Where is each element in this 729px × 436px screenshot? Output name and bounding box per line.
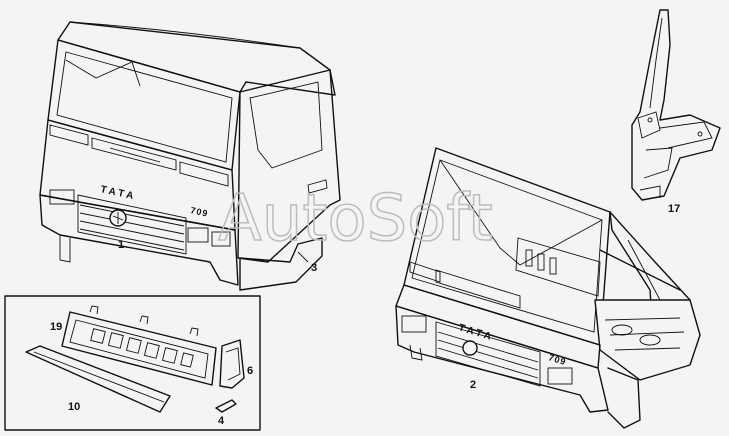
- cab2-brand-badge: TATA: [457, 322, 495, 343]
- cab-shell-2: TATA 709: [395, 147, 701, 429]
- callout-10: 10: [68, 401, 80, 413]
- cab1-model-badge: 709: [190, 205, 210, 219]
- watermark: AutoSoft: [218, 182, 493, 256]
- callout-17: 17: [668, 203, 680, 215]
- callout-19: 19: [50, 321, 62, 333]
- detail-inset-box: [4, 295, 261, 431]
- callout-3: 3: [311, 262, 317, 274]
- pillar-panel-17: [631, 9, 721, 201]
- callout-6: 6: [247, 365, 253, 377]
- grille-19: [61, 305, 217, 386]
- corner-trim-6: [219, 339, 245, 389]
- cab-assembly-1: TATA 709: [39, 21, 341, 291]
- cab1-brand-badge: TATA: [99, 184, 137, 202]
- cab2-model-badge: 709: [547, 352, 567, 367]
- callout-1: 1: [118, 239, 124, 251]
- callout-4: 4: [218, 415, 225, 427]
- leader-3: [297, 251, 309, 263]
- trim-strip-10: [25, 345, 171, 413]
- bracket-4: [215, 399, 237, 413]
- callout-2: 2: [470, 379, 476, 391]
